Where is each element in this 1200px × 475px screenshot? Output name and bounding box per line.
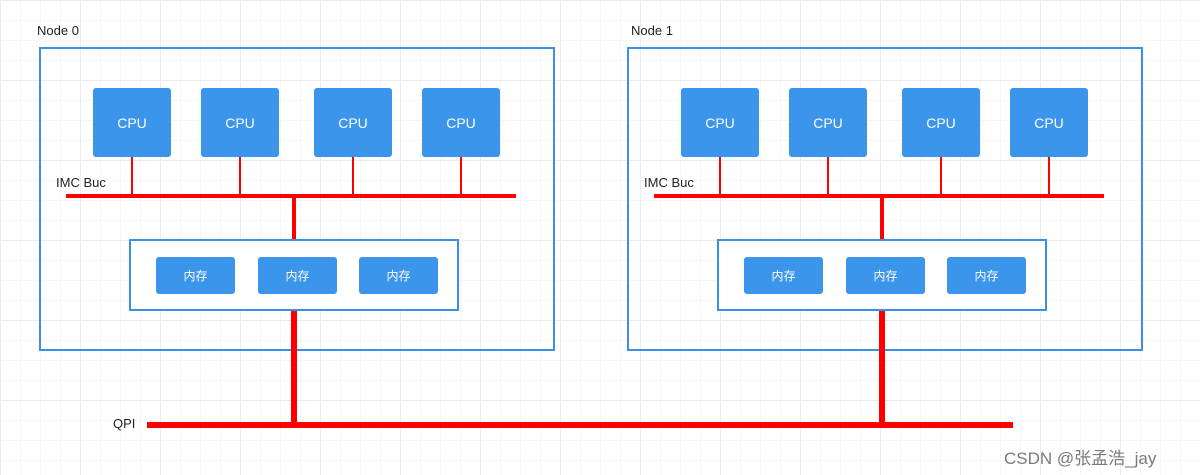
- node-1-cpu-3-link: [940, 157, 942, 195]
- qpi-bus: [147, 422, 1013, 428]
- node-0-bus-label: IMC Buc: [56, 175, 106, 190]
- watermark: CSDN @张孟浩_jay: [1004, 449, 1157, 468]
- node-1-box: [627, 47, 1143, 351]
- node-0-cpu-2: CPU: [201, 88, 279, 157]
- node-0-cpu-2-link: [239, 157, 241, 195]
- node-1-memory-3: 内存: [947, 257, 1026, 294]
- node-0-bus-to-memory-link: [292, 196, 296, 240]
- node-0-qpi-link: [291, 311, 297, 425]
- node-1-cpu-4: CPU: [1010, 88, 1088, 157]
- node-1-cpu-1: CPU: [681, 88, 759, 157]
- node-0-cpu-1: CPU: [93, 88, 171, 157]
- node-1-memory-2: 内存: [846, 257, 925, 294]
- node-1-cpu-4-link: [1048, 157, 1050, 195]
- node-1-cpu-1-link: [719, 157, 721, 195]
- node-1-cpu-3: CPU: [902, 88, 980, 157]
- node-1-bus-label: IMC Buc: [644, 175, 694, 190]
- node-0-memory-2: 内存: [258, 257, 337, 294]
- node-0-cpu-3-link: [352, 157, 354, 195]
- qpi-label: QPI: [113, 416, 136, 431]
- node-1-qpi-link: [879, 311, 885, 425]
- node-1-bus-to-memory-link: [880, 196, 884, 240]
- node-1-title: Node 1: [631, 23, 673, 38]
- node-0-cpu-4: CPU: [422, 88, 500, 157]
- node-1-imc-bus: [654, 194, 1104, 198]
- node-1-memory-1: 内存: [744, 257, 823, 294]
- node-0-cpu-4-link: [460, 157, 462, 195]
- node-0-memory-1: 内存: [156, 257, 235, 294]
- node-0-imc-bus: [66, 194, 516, 198]
- node-0-memory-3: 内存: [359, 257, 438, 294]
- node-1-cpu-2-link: [827, 157, 829, 195]
- node-0-title: Node 0: [37, 23, 79, 38]
- node-1-cpu-2: CPU: [789, 88, 867, 157]
- node-0-box: [39, 47, 555, 351]
- node-0-cpu-1-link: [131, 157, 133, 195]
- node-0-cpu-3: CPU: [314, 88, 392, 157]
